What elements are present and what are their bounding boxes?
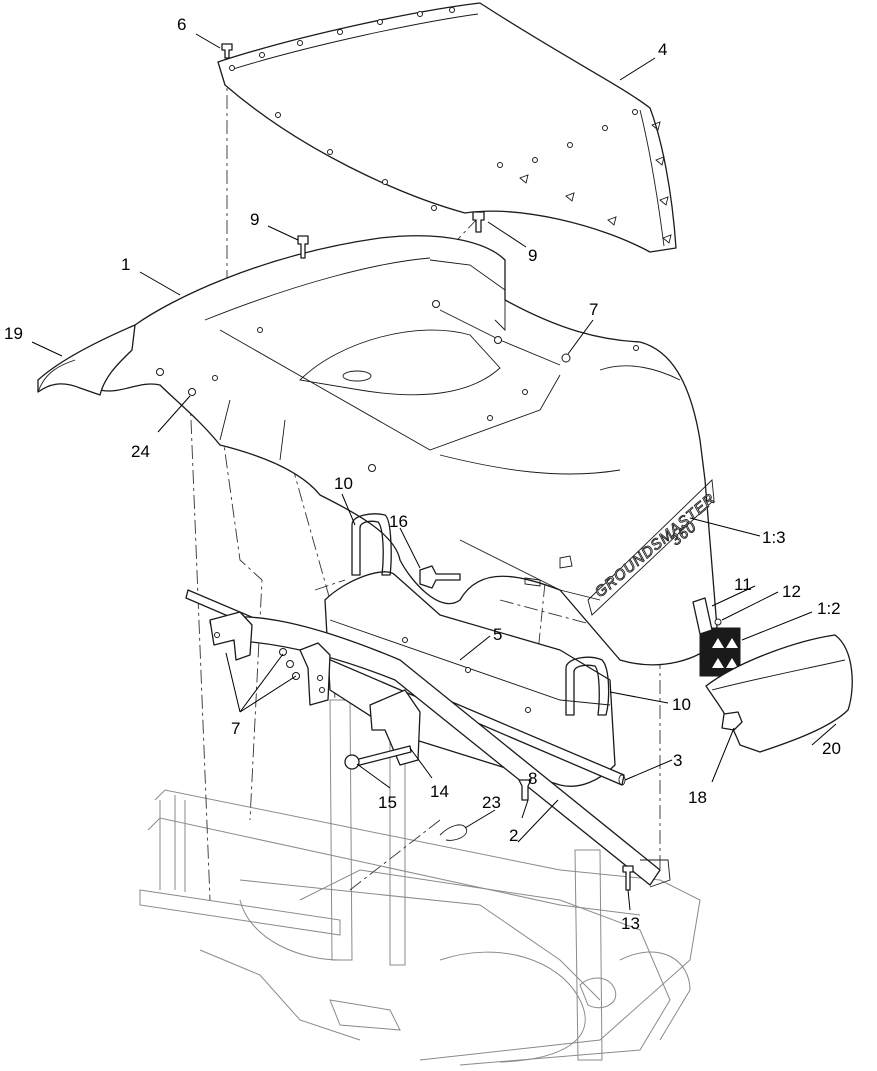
- callout-4: 4: [658, 40, 667, 59]
- u-bracket-lower: [565, 656, 610, 716]
- loose-fasteners: [188, 43, 743, 891]
- callout-8: 8: [528, 769, 537, 788]
- callout-15: 15: [378, 793, 397, 812]
- u-bracket-upper: [351, 513, 392, 576]
- callout-5: 5: [493, 625, 502, 644]
- panel-side-clips: [519, 121, 672, 244]
- callout-6: 6: [177, 15, 186, 34]
- callout-18: 18: [688, 788, 707, 807]
- callout-10-lower: 10: [672, 695, 691, 714]
- hood-top-panel: [217, 2, 677, 253]
- callout-24: 24: [131, 442, 150, 461]
- left-hood-extension: [37, 324, 136, 396]
- callout-leaders: [31, 33, 837, 911]
- callout-1: 1: [121, 255, 130, 274]
- callout-13: 13: [621, 914, 640, 933]
- callout-14: 14: [430, 782, 449, 801]
- callout-7-lower: 7: [231, 719, 240, 738]
- callout-10-upper: 10: [334, 474, 353, 493]
- callout-11: 11: [734, 575, 752, 594]
- callout-23: 23: [482, 793, 501, 812]
- panel-fastener-dots: [229, 7, 638, 211]
- callout-3: 3: [673, 751, 682, 770]
- ghosted-frame-assembly: [139, 699, 701, 1066]
- callout-12: 12: [782, 582, 801, 601]
- callout-1-2: 1:2: [817, 599, 841, 618]
- callout-20: 20: [822, 739, 841, 758]
- callout-9-right: 9: [528, 246, 537, 265]
- callout-19: 19: [4, 324, 23, 343]
- hood-fastener-dots: [156, 300, 639, 472]
- callout-labels: 6 4 9 9 1 19 7 24 10 16 1:3 11 12 1:2 5 …: [4, 15, 841, 933]
- callout-7-upper: 7: [589, 300, 598, 319]
- callout-16: 16: [389, 512, 408, 531]
- callout-1-3: 1:3: [762, 528, 786, 547]
- callout-9-left: 9: [250, 210, 259, 229]
- pivot-bar: [209, 616, 671, 888]
- callout-2: 2: [509, 826, 518, 845]
